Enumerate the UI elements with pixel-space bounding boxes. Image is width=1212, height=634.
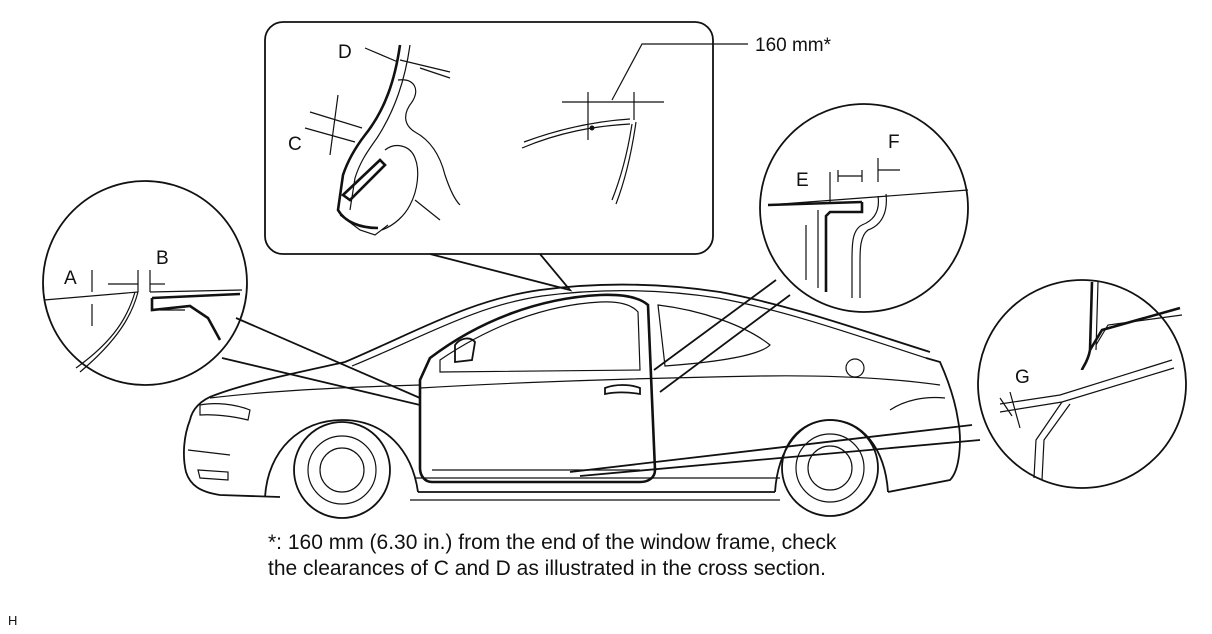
window-frame-cross-section-inset: C D 160 mm* bbox=[264, 21, 832, 292]
figure-id: H bbox=[8, 613, 18, 628]
label-g: G bbox=[1015, 367, 1030, 388]
label-e: E bbox=[796, 170, 809, 191]
caption-line-1: *: 160 mm (6.30 in.) from the end of the… bbox=[268, 531, 837, 554]
label-b: B bbox=[156, 248, 169, 269]
footnote-caption: *: 160 mm (6.30 in.) from the end of the… bbox=[268, 530, 968, 582]
rear-clearance-inset-ef: E F bbox=[653, 103, 969, 393]
car-illustration bbox=[183, 283, 961, 519]
label-f: F bbox=[888, 132, 900, 153]
front-clearance-inset-ab: A B bbox=[42, 180, 421, 406]
label-d: D bbox=[338, 42, 352, 63]
lower-clearance-inset-g: G bbox=[569, 279, 1187, 489]
label-c: C bbox=[288, 134, 302, 155]
caption-line-2: the clearances of C and D as illustrated… bbox=[268, 557, 826, 580]
label-160mm: 160 mm* bbox=[755, 35, 832, 56]
label-a: A bbox=[64, 268, 77, 289]
